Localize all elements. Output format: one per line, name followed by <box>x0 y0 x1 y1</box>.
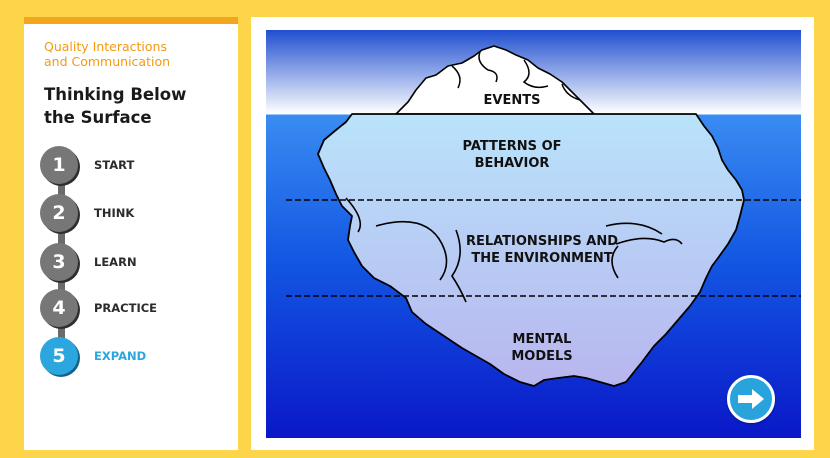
iceberg-submerged <box>317 113 745 387</box>
section-title-line-2: the Surface <box>44 108 152 127</box>
step-number-badge: 4 <box>40 289 78 327</box>
section-title: Thinking Below the Surface <box>44 83 234 129</box>
step-number-badge: 1 <box>40 146 78 184</box>
step-think[interactable]: 2 THINK <box>40 191 230 235</box>
step-practice[interactable]: 4 PRACTICE <box>40 286 230 330</box>
course-title-line-1: Quality Interactions <box>44 39 167 54</box>
iceberg-tip-crack <box>522 59 549 89</box>
iceberg-crack <box>451 229 467 303</box>
step-number-badge: 5 <box>40 337 78 375</box>
step-learn[interactable]: 3 LEARN <box>40 240 230 284</box>
iceberg-tip-crack <box>561 83 581 101</box>
iceberg-label-mental-2: MODELS <box>511 349 572 364</box>
step-navigation: 1 START 2 THINK 3 LEARN 4 PRACTICE 5 EXP… <box>40 143 230 383</box>
iceberg-label-patterns-2: BEHAVIOR <box>475 156 550 171</box>
arrow-right-icon <box>738 389 764 409</box>
step-label: EXPAND <box>94 349 147 363</box>
step-start[interactable]: 1 START <box>40 143 230 187</box>
step-expand[interactable]: 5 EXPAND <box>40 334 230 378</box>
iceberg-tip-crack <box>451 65 461 89</box>
iceberg-tip <box>395 45 595 115</box>
sidebar-accent-bar <box>24 17 238 24</box>
iceberg-label-relationships-1: RELATIONSHIPS AND <box>466 234 618 249</box>
iceberg-label-mental-1: MENTAL <box>513 332 572 347</box>
step-label: THINK <box>94 206 135 220</box>
step-label: START <box>94 158 135 172</box>
iceberg-tip-crack <box>478 51 498 83</box>
course-title-line-2: and Communication <box>44 54 171 69</box>
step-number-badge: 3 <box>40 243 78 281</box>
iceberg-crack <box>611 245 619 279</box>
section-title-line-1: Thinking Below <box>44 85 187 104</box>
iceberg-label-patterns-1: PATTERNS OF <box>462 139 561 154</box>
iceberg-crack <box>375 220 448 281</box>
iceberg-illustration: EVENTS PATTERNS OF BEHAVIOR RELATIONSHIP… <box>266 30 801 438</box>
next-button[interactable] <box>727 375 775 423</box>
step-label: LEARN <box>94 255 137 269</box>
course-title: Quality Interactions and Communication <box>44 39 234 69</box>
iceberg-crack <box>345 197 362 233</box>
step-number-badge: 2 <box>40 194 78 232</box>
iceberg-label-events: EVENTS <box>484 93 541 108</box>
step-label: PRACTICE <box>94 301 158 315</box>
iceberg-crack <box>605 222 663 235</box>
iceberg-label-relationships-2: THE ENVIRONMENT <box>471 251 612 266</box>
iceberg-crack <box>615 237 683 245</box>
